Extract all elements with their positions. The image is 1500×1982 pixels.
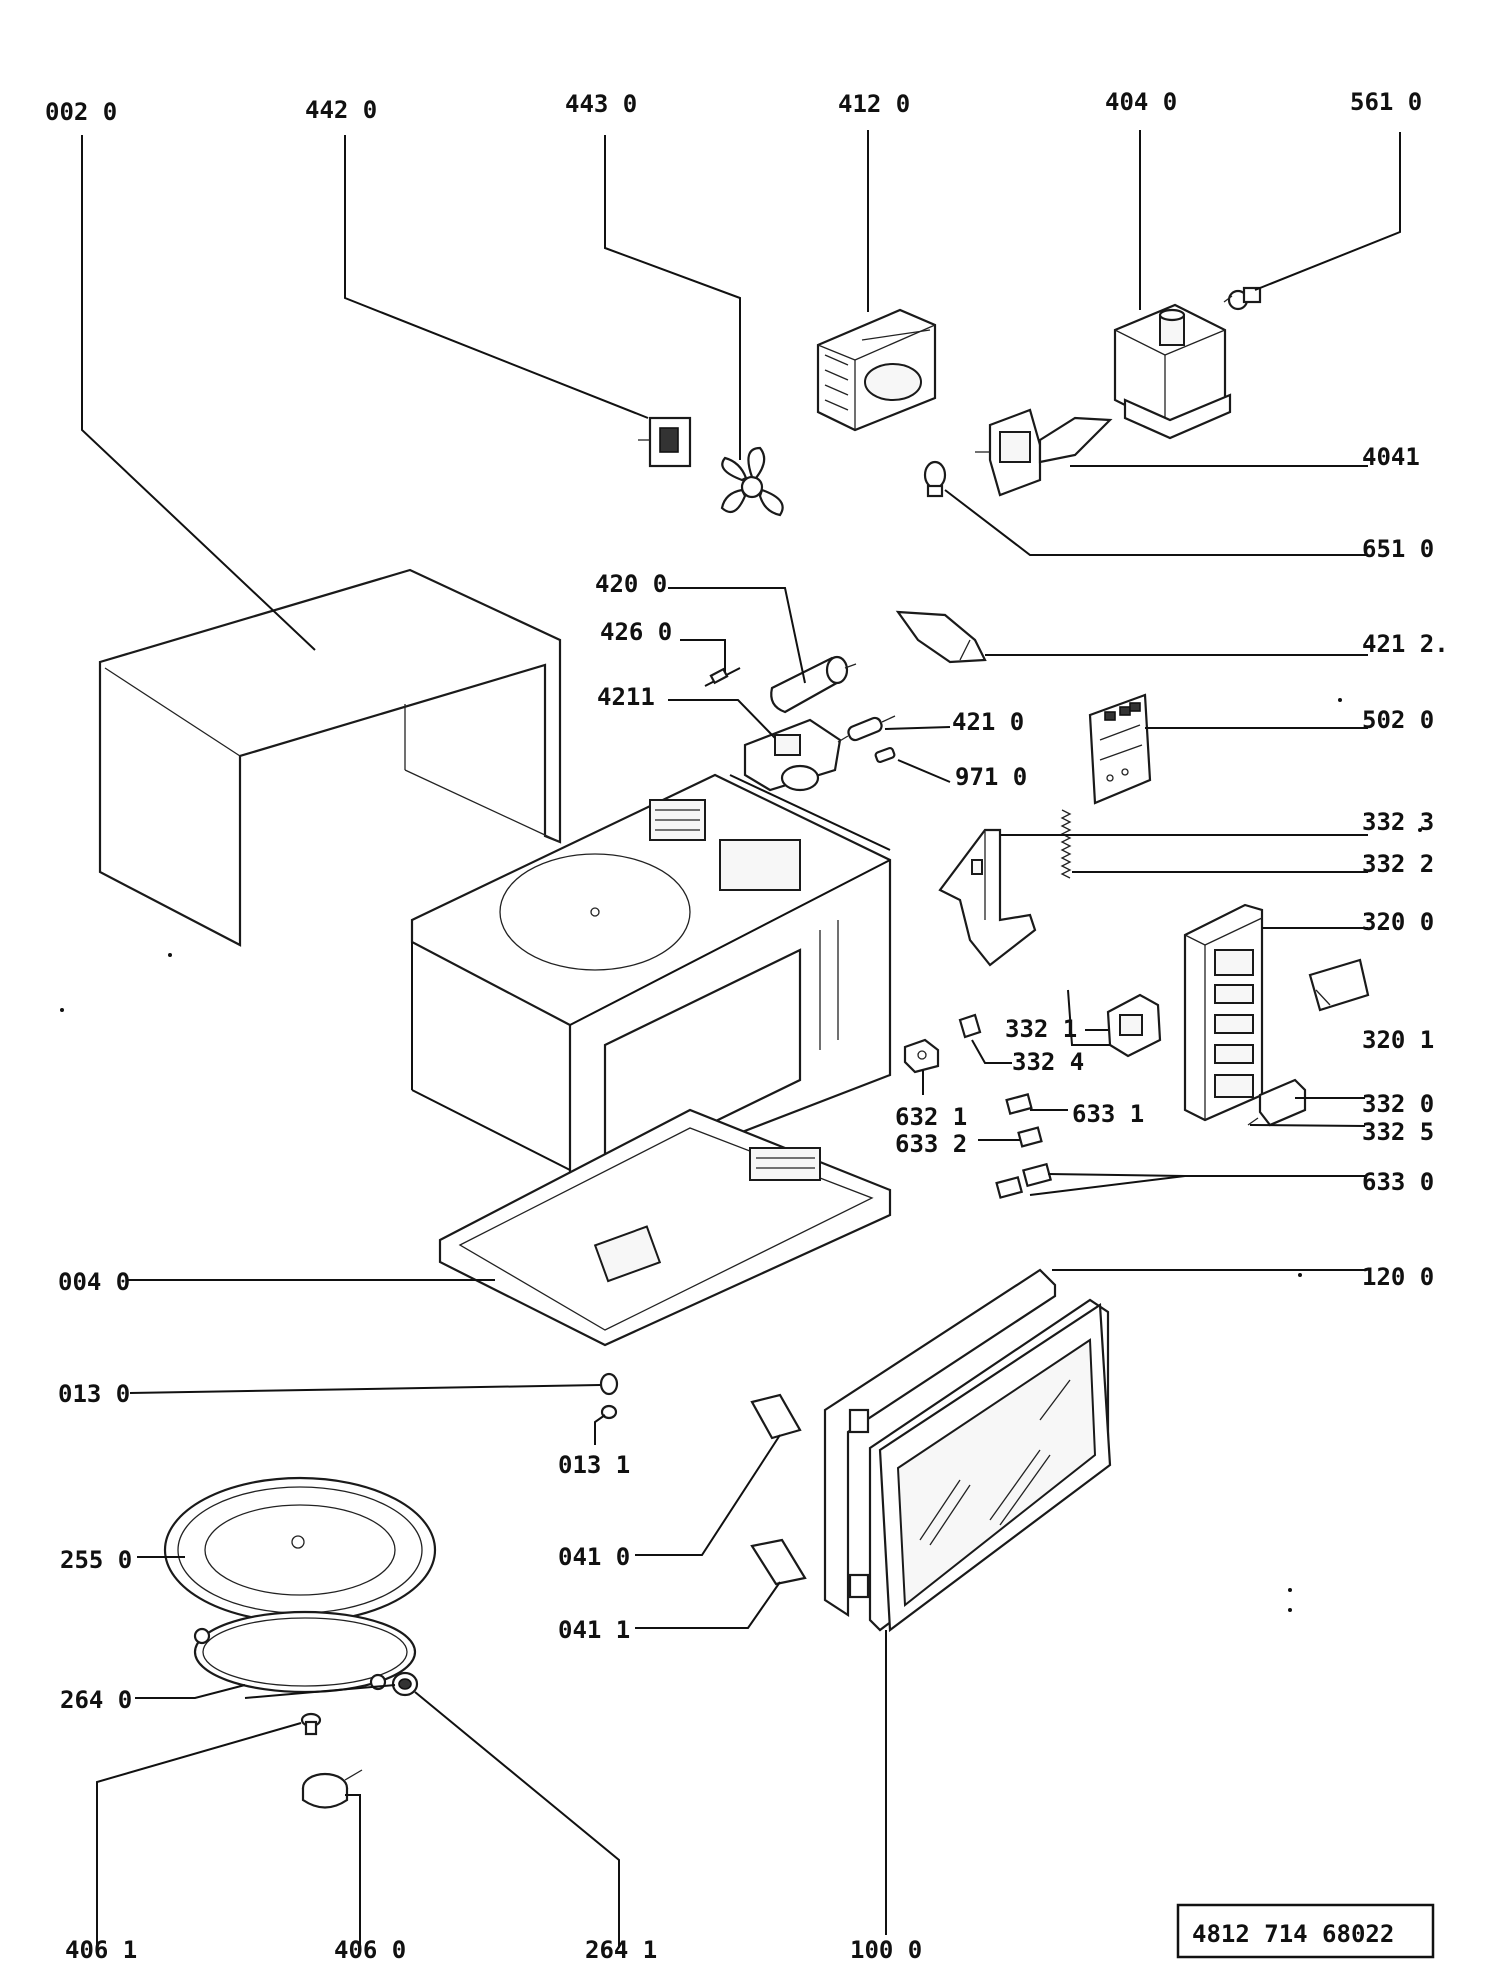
switch-part-3320 [1247,1078,1307,1127]
label-4041: 4041 [1362,443,1420,471]
label-0410: 041 0 [558,1543,630,1571]
door-part [823,1268,1112,1633]
switch-holder-part [1106,993,1162,1058]
micro-switch-part [903,1038,940,1074]
label-9710: 971 0 [955,763,1027,791]
base-plate-part [438,1108,892,1347]
resistor-part [704,667,741,687]
label-4430: 443 0 [565,90,637,118]
label-5020: 502 0 [1362,706,1434,734]
turntable-motor-part [301,1769,363,1809]
waveguide-part [975,408,1113,497]
diode-bracket-part [743,718,842,792]
label-3321: 332 1 [1005,1015,1077,1043]
spring-part [1060,809,1072,879]
label-6330: 633 0 [1362,1168,1434,1196]
control-panel-part [1183,903,1264,1122]
fan-part [720,446,784,517]
label-4212: 421 2. [1362,630,1449,658]
coupler-pin-part [300,1712,322,1736]
roller-ring-part [193,1610,417,1694]
foot-part-0130 [599,1372,619,1396]
label-4420: 442 0 [305,96,377,124]
diode-cover-part [895,610,987,664]
label-3325: 332 5 [1362,1118,1434,1146]
document-number: 4812 714 68022 [1192,1920,1394,1948]
label-0131: 013 1 [558,1451,630,1479]
label-6332: 633 2 [895,1130,967,1158]
small-clip-part [958,1013,982,1039]
lamp-part [923,460,947,498]
fuse-part [874,746,896,764]
control-board-part [1088,693,1152,805]
label-3200: 320 0 [1362,908,1434,936]
motor-part [638,416,692,468]
switch-part-6330 [995,1162,1053,1199]
switch-bracket-part [938,828,1037,967]
label-1200: 120 0 [1362,1263,1434,1291]
turntable-tray-part [163,1476,437,1624]
label-4210: 421 0 [952,708,1024,736]
label-4061: 406 1 [65,1936,137,1964]
label-3322: 332 2 [1362,850,1434,878]
thermal-cutout-part [1223,286,1262,311]
label-0130: 013 0 [58,1380,130,1408]
label-5610: 561 0 [1350,88,1422,116]
switch-part-6331 [1005,1093,1033,1115]
switch-part-6332 [1017,1126,1043,1148]
label-0020: 002 0 [45,98,117,126]
label-4260: 426 0 [600,618,672,646]
label-1000: 100 0 [850,1936,922,1964]
label-4200: 420 0 [595,570,667,598]
transformer-part [816,308,937,432]
oven-cavity-part [410,773,892,1192]
label-4211: 4211 [597,683,655,711]
label-6321: 632 1 [895,1103,967,1131]
cabinet-cover-part [98,568,562,947]
part-labels: 002 0 442 0 443 0 412 0 404 0 561 0 4041… [45,88,1449,1964]
label-0411: 041 1 [558,1616,630,1644]
label-2640: 264 0 [60,1686,132,1714]
label-0040: 004 0 [58,1268,130,1296]
capacitor-part [770,655,857,714]
label-4060: 406 0 [334,1936,406,1964]
label-4120: 412 0 [838,90,910,118]
roller-part [391,1671,419,1697]
document-number-box: 4812 714 68022 [1176,1903,1435,1959]
magnetron-part [1113,303,1232,440]
label-4040: 404 0 [1105,88,1177,116]
diode-part [837,715,896,743]
leader-lines [81,130,1401,1948]
label-6510: 651 0 [1362,535,1434,563]
label-6331: 633 1 [1072,1100,1144,1128]
hinge-part-0411 [750,1538,807,1586]
label-3323: 332 3 [1362,808,1434,836]
label-3201: 320 1 [1362,1026,1434,1054]
scan-specks [60,698,1422,1612]
label-3324: 332 4 [1012,1048,1084,1076]
label-2550: 255 0 [60,1546,132,1574]
label-2641: 264 1 [585,1936,657,1964]
hinge-part-0410 [750,1393,802,1440]
foot-part-0131 [600,1404,618,1420]
panel-cover-part [1308,958,1370,1012]
label-3320: 332 0 [1362,1090,1434,1118]
